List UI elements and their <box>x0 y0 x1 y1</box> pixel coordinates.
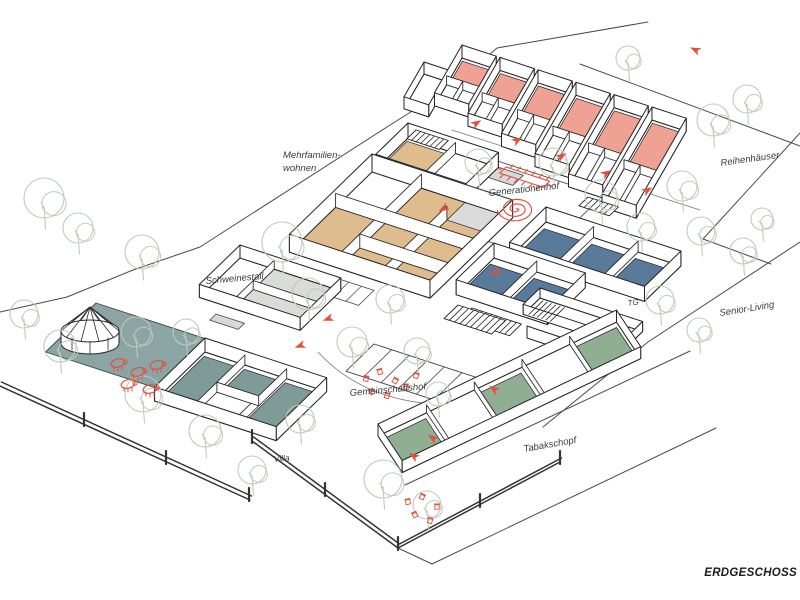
plan-title: ERDGESCHOSS <box>704 567 797 579</box>
label-mehrfamilienwohnen-line2: wohnen <box>283 163 316 174</box>
label-generationenhof: Generationenhof <box>488 181 561 199</box>
plan-drawing-layer <box>0 21 800 565</box>
label-reihenhaeuser: Reihenhäuser <box>720 150 781 169</box>
label-senior-living: Senior-Living <box>719 299 776 319</box>
label-schweinestall: Schweinestall <box>205 271 265 287</box>
label-tg: TG <box>627 298 639 308</box>
label-mehrfamilienwohnen-line1: Mehrfamilien- <box>283 150 341 161</box>
label-villa: Villa <box>273 453 290 464</box>
label-tabakschopf: Tabakschopf <box>523 435 579 455</box>
